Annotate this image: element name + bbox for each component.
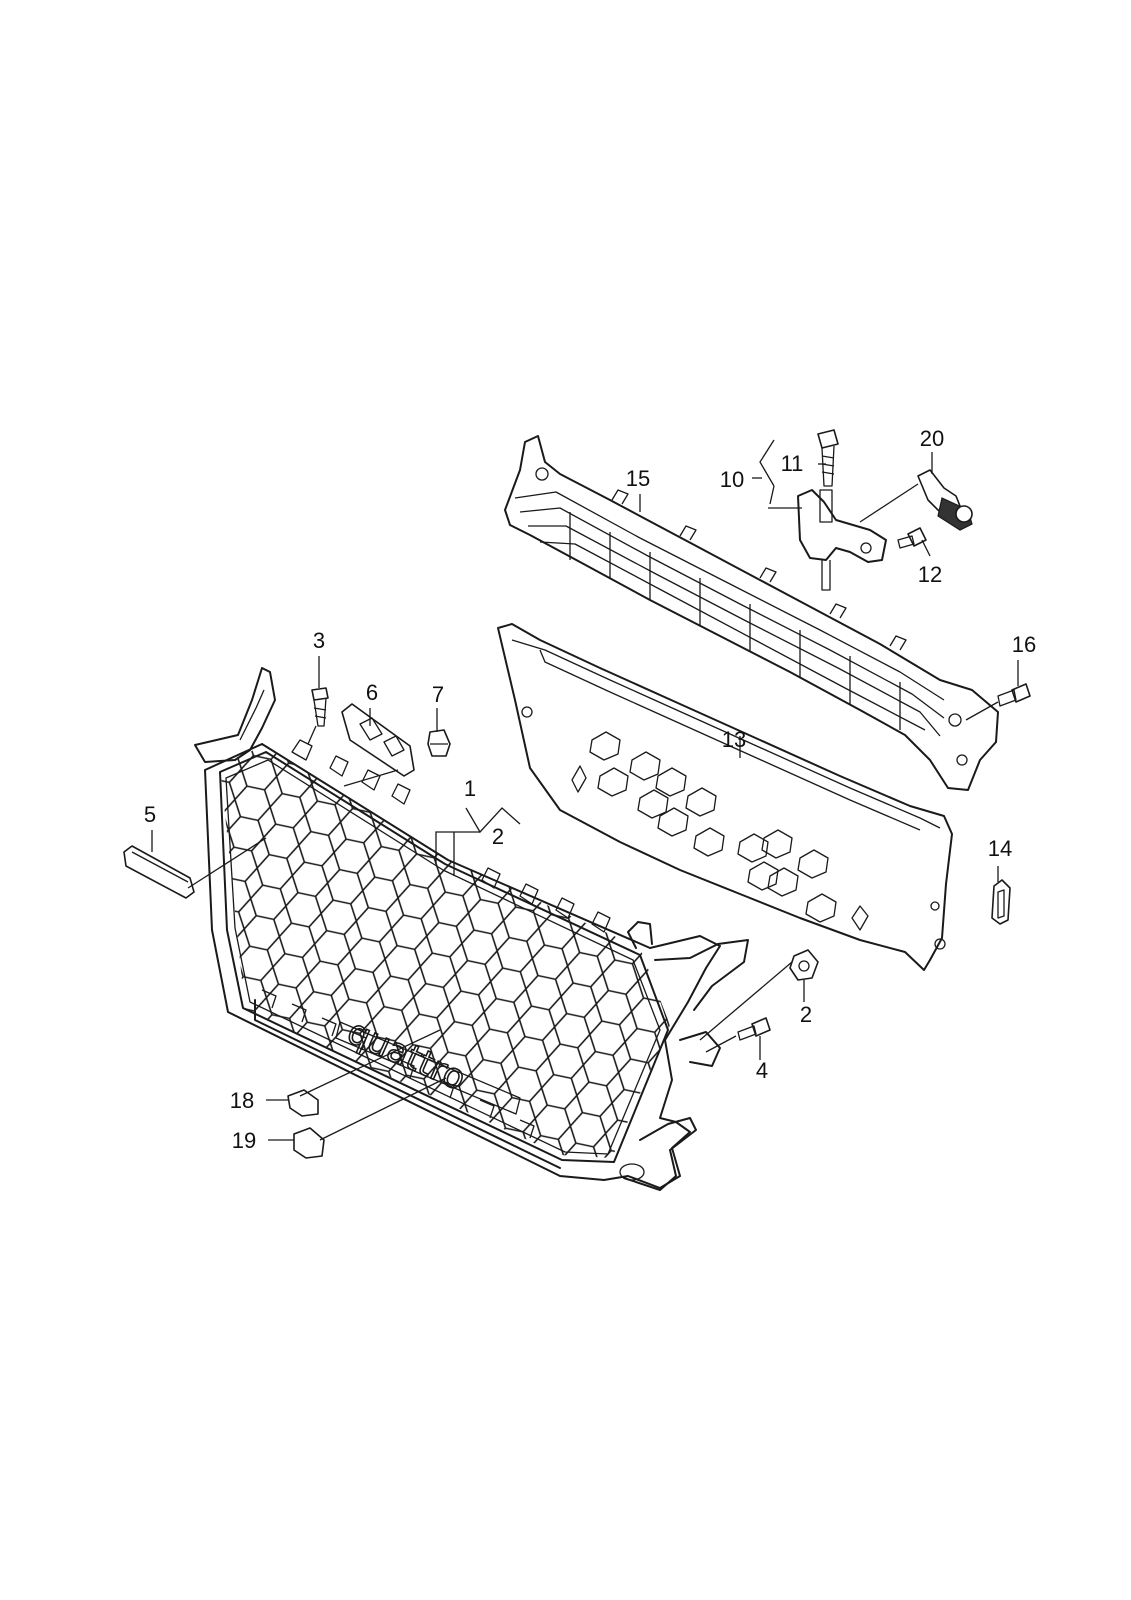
callout-12: 12	[918, 562, 942, 587]
grille-carrier-plate	[497, 623, 953, 971]
callout-labels: 1 2 2 3 4 5 6 7 10 11 12 13 14 15 16 18 …	[144, 426, 1036, 1153]
screw-part-3	[311, 687, 329, 727]
callout-19: 19	[232, 1128, 256, 1153]
callout-7: 7	[432, 682, 444, 707]
clip-part-6	[341, 703, 415, 777]
callout-15: 15	[626, 466, 650, 491]
radiator-grille: quattro	[194, 667, 749, 1191]
callout-1: 1	[464, 776, 476, 801]
callout-2-nut: 2	[800, 1002, 812, 1027]
callout-14: 14	[988, 836, 1012, 861]
callout-11: 11	[781, 451, 804, 476]
leader-lines	[151, 439, 1019, 1141]
callout-3: 3	[313, 628, 325, 653]
callout-20: 20	[920, 426, 944, 451]
callout-2-grille: 2	[492, 824, 504, 849]
clip-part-14	[991, 879, 1011, 925]
emblem-part-5	[123, 845, 195, 899]
callout-5: 5	[144, 802, 156, 827]
cap-part-18	[287, 1089, 319, 1117]
cap-part-19	[293, 1127, 325, 1159]
bolt-part-4	[737, 1017, 771, 1041]
sensor-bracket	[797, 429, 973, 591]
callout-13: 13	[722, 727, 746, 752]
callout-6: 6	[366, 680, 378, 705]
screw-part-16	[997, 683, 1031, 707]
air-guide-upper	[504, 435, 999, 791]
callout-4: 4	[756, 1058, 768, 1083]
callout-16: 16	[1012, 632, 1036, 657]
nut-part-2	[789, 949, 819, 981]
callout-10: 10	[720, 467, 744, 492]
callout-18: 18	[230, 1088, 254, 1113]
clip-part-7	[427, 729, 451, 757]
